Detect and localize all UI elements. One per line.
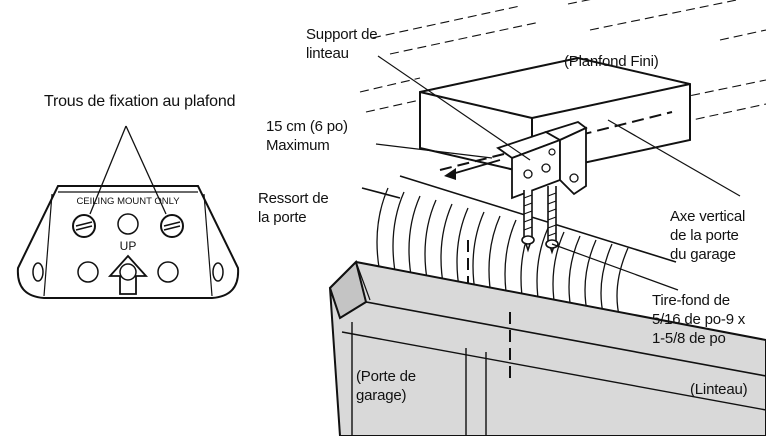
finished-ceiling-label: (Planfond Fini) [564, 53, 659, 70]
bracket-right-fold [203, 193, 213, 297]
vertical-axis-label-line1: Axe vertical [670, 208, 746, 225]
door-spring-label-line1: Ressort de [258, 190, 329, 207]
bracket-plate [16, 185, 240, 299]
bracket-plate-text: CEILING MOUNT ONLY [76, 196, 180, 207]
garage-door-label-line1: (Porte de [356, 368, 416, 385]
max-distance-label-line1: 15 cm (6 po) [266, 118, 348, 135]
lower-hole-left [77, 261, 99, 283]
lag-screw-label-line1: Tire-fond de [652, 292, 730, 309]
max-distance-arrow [444, 159, 501, 180]
ceiling-mount-bracket [16, 125, 240, 299]
lag-screw-label-line3: 1-5/8 de po [652, 330, 726, 347]
holes-label: Trous de fixation au plafond [44, 93, 236, 110]
mount-hole-right [160, 214, 184, 238]
header-block [419, 56, 691, 176]
door-spring-label-line2: la porte [258, 209, 307, 226]
garage-door-label-line2: garage) [356, 387, 407, 404]
vertical-axis-label-line2: de la porte [670, 227, 739, 244]
lag-screws [521, 186, 559, 255]
vertical-axis-label-line3: du garage [670, 246, 736, 263]
bracket-up-text: UP [120, 239, 137, 253]
side-slot-left [32, 262, 44, 282]
max-distance-label-line2: Maximum [266, 137, 330, 154]
up-arrow-icon [107, 254, 149, 295]
bracket-left-fold [43, 193, 53, 297]
holes-callout-right [125, 125, 167, 215]
holes-callout-left [89, 125, 127, 215]
side-slot-right [212, 262, 224, 282]
lag-screw-label-line2: 5/16 de po-9 x [652, 311, 746, 328]
garage-door [328, 260, 766, 437]
header-bracket-label-line1: Support de [306, 26, 378, 43]
header-label: (Linteau) [690, 381, 748, 398]
header-bracket [496, 121, 588, 200]
callout-leaders [375, 55, 741, 291]
lower-hole-right [157, 261, 179, 283]
mount-hole-center [117, 213, 139, 235]
header-bracket-label-line2: linteau [306, 45, 349, 62]
mount-hole-left [72, 214, 96, 238]
